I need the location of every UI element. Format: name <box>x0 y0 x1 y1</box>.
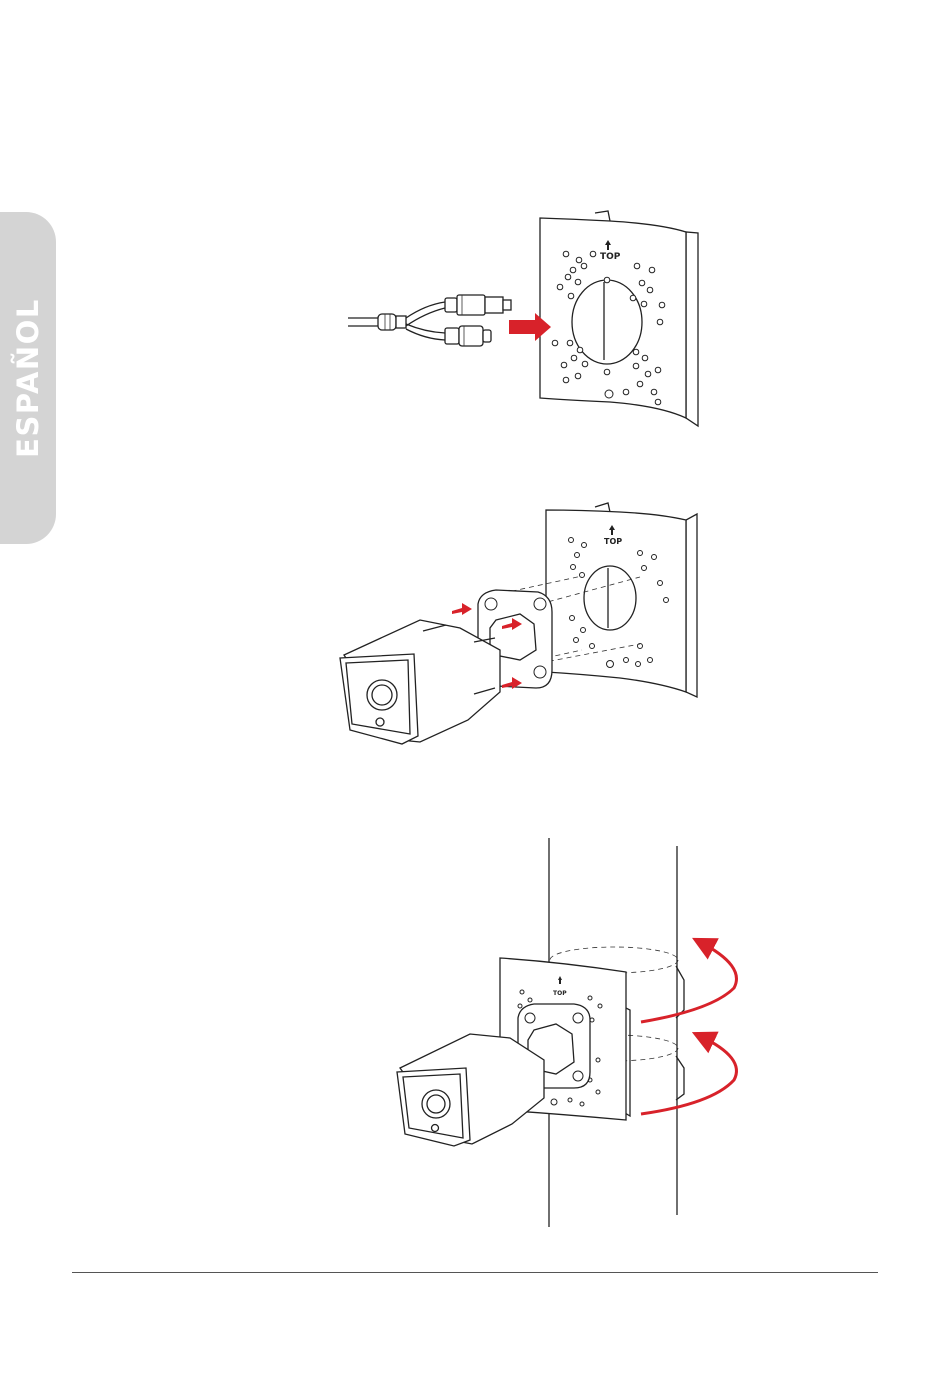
plate2-top-label: TOP <box>604 537 622 546</box>
camera-sensor-3 <box>432 1125 439 1132</box>
figure-cable-through-plate: TOP <box>348 211 698 426</box>
plate-top-label: TOP <box>600 252 621 262</box>
plate-flange-right <box>686 232 698 426</box>
tighten-strap-arrow-upper <box>641 942 736 1022</box>
footer-rule <box>72 1272 878 1273</box>
camera-lens-3 <box>422 1090 450 1118</box>
mount-plate <box>540 218 686 418</box>
figure-attach-camera: TOP <box>340 503 697 744</box>
plate3-top-label: TOP <box>553 990 567 997</box>
figure-pole-mount: TOP <box>397 838 736 1227</box>
camera-cable <box>348 295 511 346</box>
camera-sensor <box>376 718 384 726</box>
tighten-strap-arrow-lower <box>641 1036 736 1114</box>
plate2-flange-right <box>686 514 697 697</box>
plate-flange-top <box>595 211 610 221</box>
